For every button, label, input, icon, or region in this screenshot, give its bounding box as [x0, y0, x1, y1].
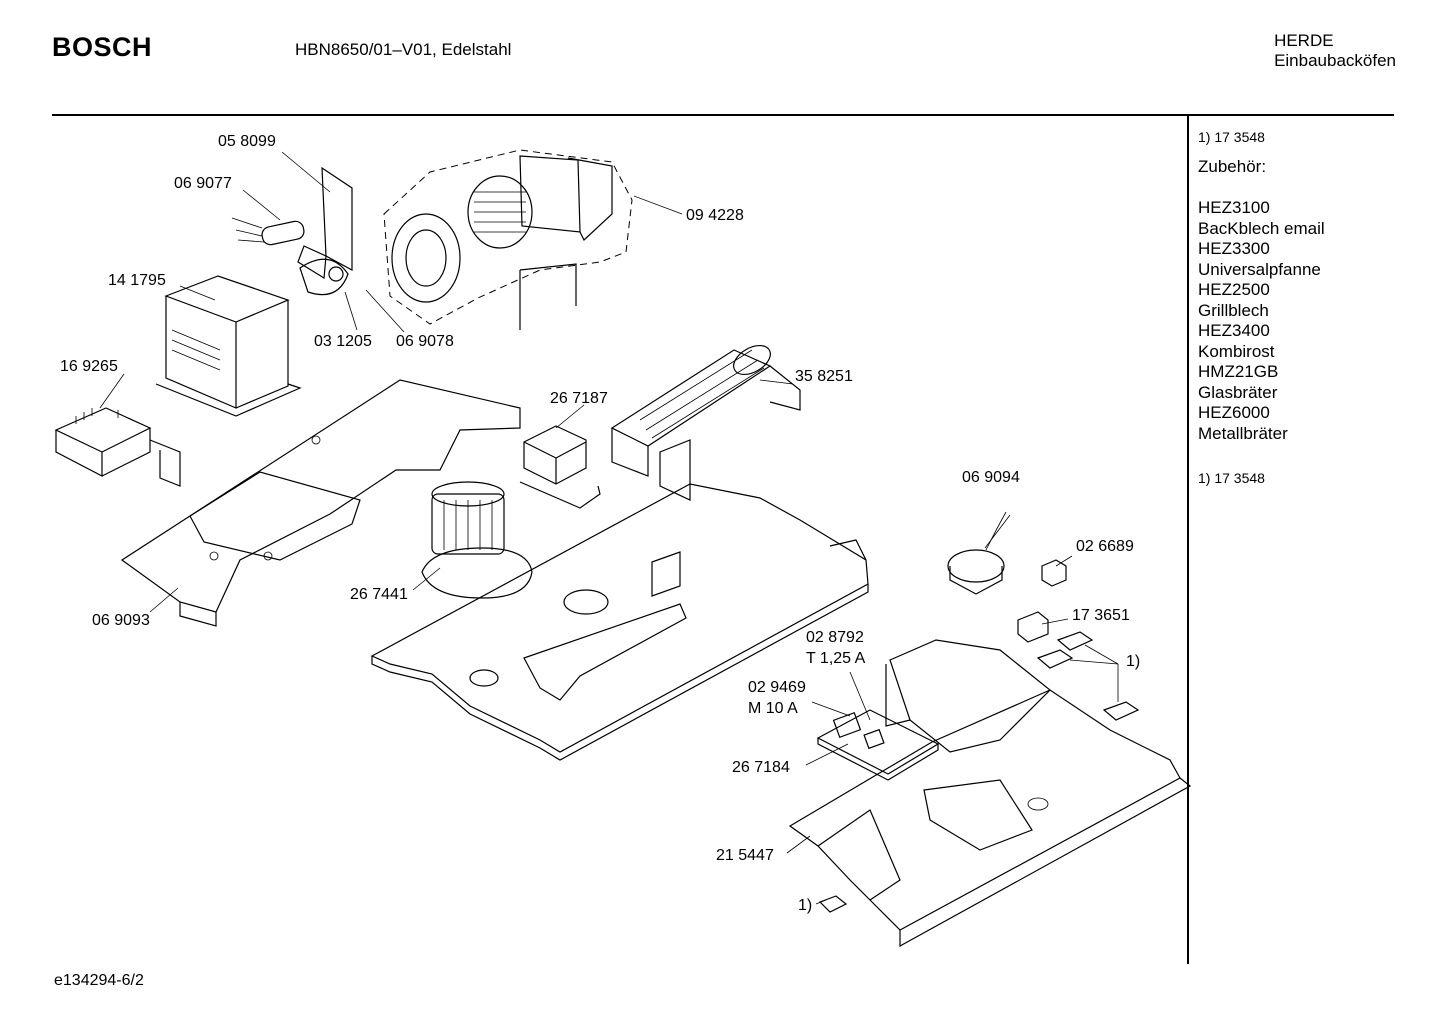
- fan-assembly-part: [383, 149, 633, 330]
- accessories-list: HEZ3100 BacKblech email HEZ3300 Universa…: [1198, 198, 1325, 444]
- part-label: 09 4228: [686, 207, 744, 224]
- accessory-code: HMZ21GB: [1198, 362, 1279, 381]
- part-label: 02 6689: [1076, 538, 1134, 555]
- part-label: 06 9093: [92, 612, 150, 629]
- part-label: 05 8099: [218, 133, 276, 150]
- brand-logo: BOSCH: [52, 32, 153, 62]
- relay-part: [519, 425, 601, 509]
- part-label: T 1,25 A: [806, 650, 866, 667]
- part-label: 03 1205: [314, 333, 372, 350]
- part-label: 26 7184: [732, 759, 790, 776]
- tangential-fan-part: [610, 344, 801, 501]
- part-label: 06 9077: [174, 175, 232, 192]
- central-plate-part: [370, 483, 869, 761]
- category-line-2: Einbaubacköfen: [1274, 51, 1396, 70]
- sidebar-top-note: 1) 17 3548: [1198, 129, 1265, 145]
- part-label: 35 8251: [795, 368, 853, 385]
- door-switch-part: [1017, 611, 1049, 643]
- part-label: 1): [1126, 653, 1141, 670]
- accessory-name: Glasbräter: [1198, 382, 1278, 402]
- accessories-title: Zubehör:: [1198, 157, 1267, 176]
- header-divider: [52, 114, 1394, 116]
- accessory-code: HEZ3300: [1198, 239, 1270, 258]
- accessory-code: HEZ3400: [1198, 321, 1270, 340]
- document-id: e134294-6/2: [54, 972, 144, 989]
- accessory-name: Kombirost: [1198, 341, 1275, 361]
- connector-part: [1041, 559, 1067, 587]
- bottom-plate-part: [788, 639, 1192, 948]
- part-label: 06 9094: [962, 469, 1020, 486]
- sidebar-bottom-note: 1) 17 3548: [1198, 470, 1265, 486]
- blower-motor-part: [421, 481, 533, 599]
- part-label: 17 3651: [1072, 607, 1130, 624]
- part-label: 16 9265: [60, 358, 118, 375]
- thermostat-part: [947, 511, 1007, 595]
- accessory-code: HEZ3100: [1198, 198, 1270, 217]
- model-title: HBN8650/01–V01, Edelstahl: [295, 40, 512, 59]
- part-label: 26 7441: [350, 586, 408, 603]
- accessory-code: HEZ6000: [1198, 403, 1270, 422]
- microswitch-parts: [818, 631, 1140, 913]
- part-label: 26 7187: [550, 390, 608, 407]
- part-label: 06 9078: [396, 333, 454, 350]
- relay-board-part: [54, 407, 181, 487]
- accessory-name: Universalpfanne: [1198, 259, 1321, 279]
- part-label: 14 1795: [108, 272, 166, 289]
- part-label: 1): [798, 897, 813, 914]
- accessory-name: Grillblech: [1198, 300, 1269, 320]
- accessory-code: HEZ2500: [1198, 280, 1270, 299]
- control-pcb-part: [816, 709, 940, 781]
- support-plate-left-part: [120, 379, 521, 627]
- part-label: M 10 A: [748, 700, 798, 717]
- leader-lines: [99, 151, 1119, 905]
- part-label: 21 5447: [716, 847, 774, 864]
- transformer-part: [155, 275, 302, 417]
- category-line-1: HERDE: [1274, 31, 1334, 50]
- sidebar-divider: [1187, 116, 1189, 964]
- part-label: 02 9469: [748, 679, 806, 696]
- motor-bracket-part: [231, 166, 353, 296]
- accessory-name: BacKblech email: [1198, 218, 1325, 238]
- category-block: HERDE Einbaubacköfen: [1274, 31, 1396, 71]
- accessory-name: Metallbräter: [1198, 423, 1288, 443]
- part-label: 02 8792: [806, 629, 864, 646]
